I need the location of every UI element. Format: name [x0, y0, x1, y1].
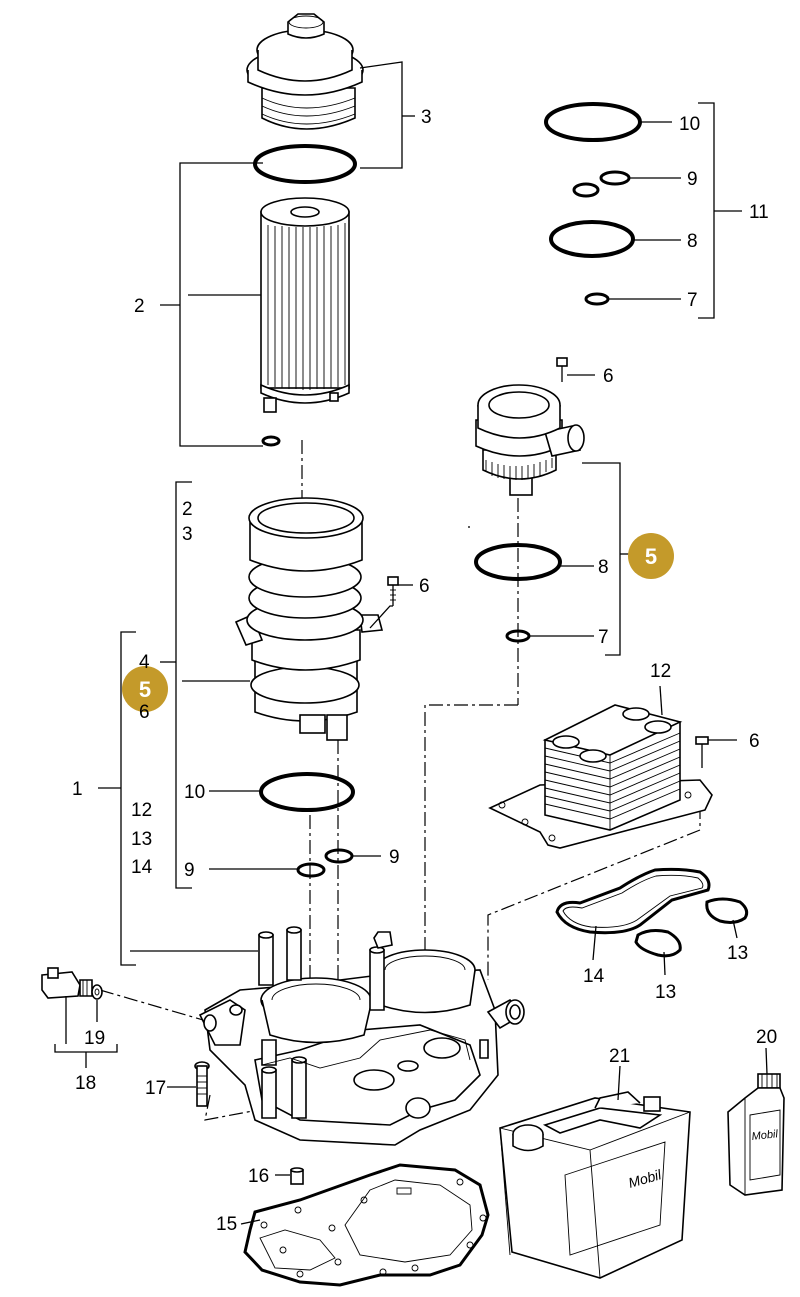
- callout-15: 15: [216, 1214, 237, 1235]
- callout-7-separator: 7: [598, 627, 609, 648]
- sensor-seal: [91, 984, 103, 1000]
- callout-6-housing-bolt: 6: [419, 576, 430, 597]
- callout-6-housing: 6: [139, 702, 150, 723]
- separator-o-ring-large: [474, 543, 562, 581]
- small-gasket-a: [634, 929, 682, 958]
- callout-14-gasket: 14: [583, 966, 605, 987]
- callout-2-filter: 2: [134, 296, 145, 317]
- oil-canister: Mobil: [499, 1091, 691, 1279]
- callout-12-cooler: 12: [650, 661, 671, 682]
- housing-bolt: [387, 576, 399, 606]
- callout-labels: 3 2 2 3 4 6 1 12 13 14 10 9 9 6 6 8 7 10…: [72, 107, 777, 1235]
- callout-11: 11: [749, 202, 769, 223]
- sealing-plug: [290, 1167, 304, 1185]
- callout-20: 20: [756, 1027, 777, 1048]
- callout-13-list: 13: [131, 829, 152, 850]
- oil-separator-part: [475, 384, 585, 496]
- callout-9-left: 9: [184, 860, 195, 881]
- main-housing-part: [198, 926, 525, 1146]
- callout-3-cap: 3: [421, 107, 432, 128]
- separator-bolt: [556, 357, 568, 382]
- filter-cap-part: [246, 13, 364, 130]
- callout-6-cooler: 6: [749, 731, 760, 752]
- callout-8-kit: 8: [687, 231, 698, 252]
- assembly-axis-lines: [99, 440, 701, 1121]
- filter-element-part: [260, 197, 350, 413]
- callout-8-separator: 8: [598, 557, 609, 578]
- filter-bottom-o-ring: [261, 435, 281, 447]
- callout-18: 18: [75, 1073, 96, 1094]
- cap-o-ring: [253, 144, 357, 184]
- cooler-bolt: [695, 736, 709, 768]
- oil-sensor-part: [41, 967, 93, 999]
- badge-separator-number: 5: [645, 544, 657, 569]
- callout-4: 4: [139, 652, 150, 673]
- callout-17: 17: [145, 1078, 166, 1099]
- small-gasket-b: [705, 897, 749, 924]
- callout-9-right: 9: [389, 847, 400, 868]
- oil-bottle: Mobil: [727, 1073, 785, 1196]
- oil-filter-housing-part: [234, 497, 384, 741]
- housing-large-o-ring: [259, 772, 355, 812]
- callout-13-gasket-a: 13: [655, 982, 676, 1003]
- callout-16: 16: [248, 1166, 269, 1187]
- callout-9-kit: 9: [687, 169, 698, 190]
- badge-housing: 5: [122, 666, 168, 712]
- badge-separator: 5: [628, 533, 674, 579]
- callout-12-list: 12: [131, 800, 152, 821]
- badge-housing-number: 5: [139, 677, 151, 702]
- callout-7-kit: 7: [687, 290, 698, 311]
- cooler-gasket-part: [555, 867, 711, 935]
- callout-21: 21: [609, 1046, 630, 1067]
- callout-13-gasket-b: 13: [727, 943, 748, 964]
- callout-19: 19: [84, 1028, 105, 1049]
- leader-lines: [54, 61, 768, 1225]
- housing-small-o-ring-left: [296, 862, 326, 878]
- callout-1: 1: [72, 779, 83, 800]
- callout-10-kit: 10: [679, 114, 700, 135]
- callout-6-separator: 6: [603, 366, 614, 387]
- housing-mount-bolt: [194, 1061, 210, 1107]
- callout-14-list: 14: [131, 857, 153, 878]
- callout-10-housing: 10: [184, 782, 205, 803]
- callout-2-housing: 2: [182, 499, 193, 520]
- housing-small-o-ring-right: [324, 848, 354, 864]
- separator-o-ring-small: [505, 629, 531, 643]
- housing-base-gasket: [243, 1163, 490, 1287]
- bottle-brand-text: Mobil: [751, 1128, 779, 1143]
- oil-cooler-part: [488, 704, 713, 849]
- callout-3-housing: 3: [182, 524, 193, 545]
- seal-kit-part: [544, 102, 642, 306]
